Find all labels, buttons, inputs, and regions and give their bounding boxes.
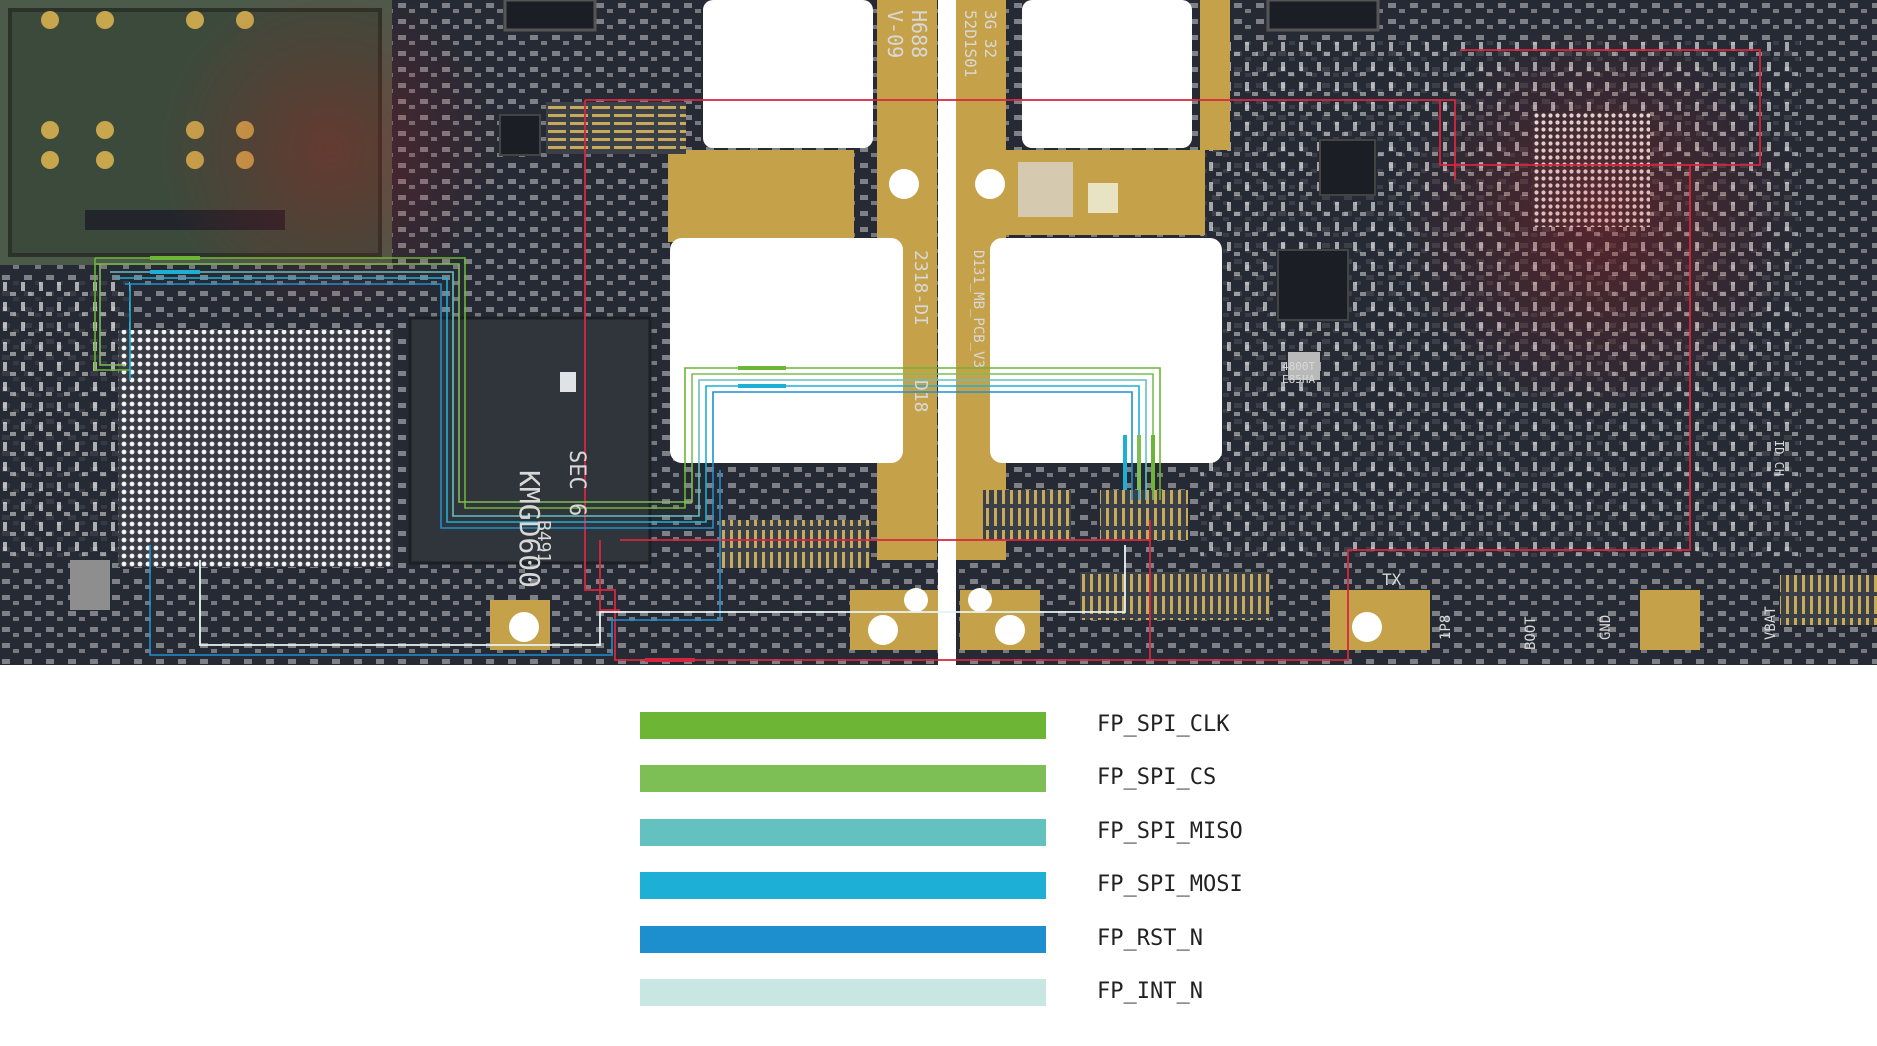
legend-swatch [640,979,1046,1006]
silk-text: D131_MB_PCB_V3 [970,250,986,368]
legend-swatch [640,765,1046,792]
legend-swatch [640,926,1046,953]
pcb-board-photo: KMGD600 SEC 6 B491 H688 V-09 2318-DI D18… [0,0,1877,665]
legend-label: FP_SPI_CLK [1097,712,1230,737]
silk-text: BOOT [1523,616,1539,650]
legend-label: FP_SPI_CS [1097,765,1217,790]
silk-text: H688 [907,10,931,58]
silk-text: SEC 6 [564,450,589,516]
silk-text: 52D1S01 [961,10,980,77]
silk-text: 2318-DI [910,250,931,326]
silk-text: ID CH [1772,440,1786,476]
legend-swatch [640,872,1046,899]
silk-text: GND [1598,615,1614,640]
silk-text: B491 [533,520,554,563]
legend-swatch [640,819,1046,846]
silk-text: V-09 [883,10,907,58]
legend-swatch [640,712,1046,739]
silk-text: 4800T [1282,360,1315,373]
legend-label: FP_INT_N [1097,979,1203,1004]
legend-label: FP_RST_N [1097,926,1203,951]
silk-text: KMGD600 [513,470,546,588]
silk-text: VBAT [1763,606,1779,640]
legend-label: FP_SPI_MISO [1097,819,1243,844]
legend-label: FP_SPI_MOSI [1097,872,1243,897]
silk-text: TX [1382,570,1402,589]
silk-text: 3G 32 [981,10,1000,58]
silk-text: D18 [910,380,931,413]
silk-text: 1P8 [1438,615,1454,640]
silk-text: E85HA [1282,373,1315,386]
